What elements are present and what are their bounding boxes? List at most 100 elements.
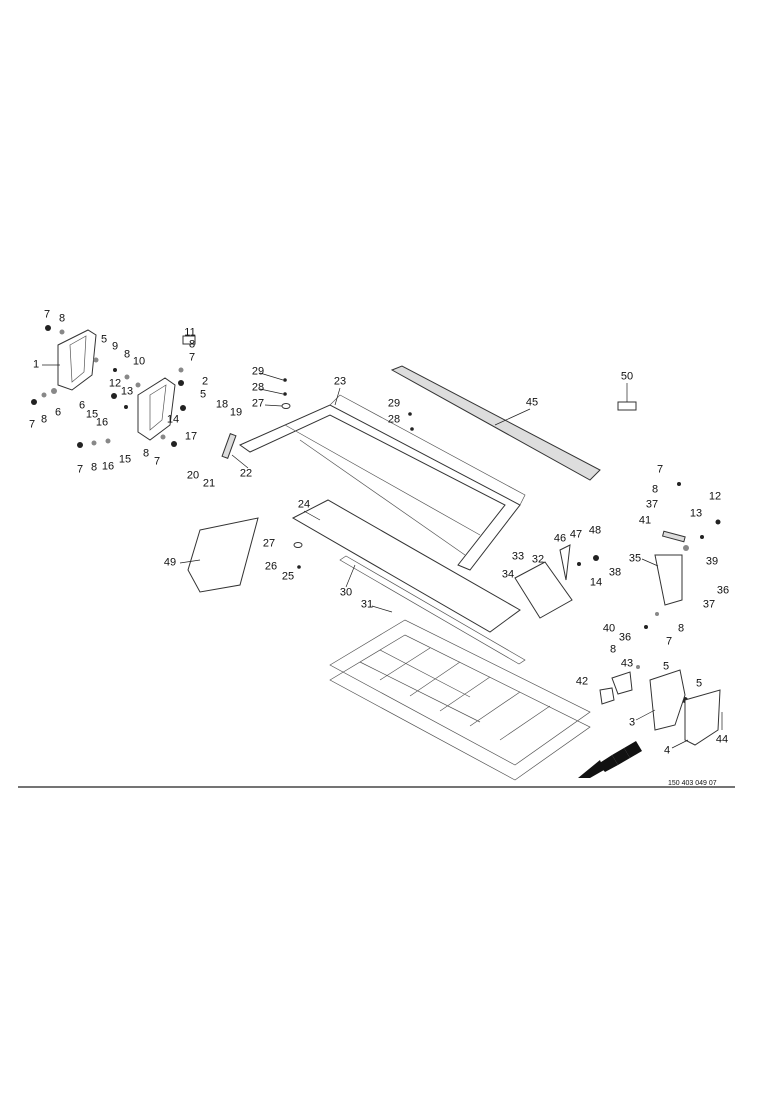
callout-14[interactable]: 14 [166, 413, 180, 426]
callout-27[interactable]: 27 [251, 397, 265, 410]
plate-32 [514, 561, 573, 619]
callout-32[interactable]: 32 [531, 553, 545, 566]
callout-11[interactable]: 11 [184, 326, 196, 339]
callout-29[interactable]: 29 [251, 365, 265, 378]
callout-23[interactable]: 23 [333, 375, 347, 388]
bracket-50 [617, 401, 637, 411]
callout-37[interactable]: 37 [702, 598, 716, 611]
callout-7[interactable]: 7 [43, 308, 51, 321]
callout-28[interactable]: 28 [251, 381, 265, 394]
shield-49 [187, 517, 259, 593]
callout-44[interactable]: 44 [715, 733, 729, 746]
callout-42[interactable]: 42 [575, 675, 589, 688]
callout-50[interactable]: 50 [620, 370, 634, 383]
callout-5[interactable]: 5 [100, 333, 108, 346]
callout-8[interactable]: 8 [142, 447, 150, 460]
callout-4[interactable]: 4 [663, 744, 671, 757]
callout-20[interactable]: 20 [186, 469, 200, 482]
callout-14[interactable]: 14 [589, 576, 603, 589]
callout-7[interactable]: 7 [76, 463, 84, 476]
callout-46[interactable]: 46 [553, 532, 567, 545]
callout-6[interactable]: 6 [54, 406, 62, 419]
callout-37[interactable]: 37 [645, 498, 659, 511]
callout-8[interactable]: 8 [123, 348, 131, 361]
callout-15[interactable]: 15 [85, 408, 99, 421]
callout-8[interactable]: 8 [58, 312, 66, 325]
part-41 [661, 530, 686, 543]
callout-28[interactable]: 28 [387, 413, 401, 426]
callout-5[interactable]: 5 [695, 677, 703, 690]
callout-41[interactable]: 41 [638, 514, 652, 527]
callout-5[interactable]: 5 [662, 660, 670, 673]
callout-27[interactable]: 27 [262, 537, 276, 550]
callout-7[interactable]: 7 [656, 463, 664, 476]
callout-40[interactable]: 40 [602, 622, 616, 635]
callout-6[interactable]: 6 [78, 399, 86, 412]
callout-2[interactable]: 2 [201, 375, 209, 388]
callout-5[interactable]: 5 [199, 388, 207, 401]
callout-8[interactable]: 8 [90, 461, 98, 474]
callout-8[interactable]: 8 [609, 643, 617, 656]
gas-strut-22 [221, 433, 237, 459]
callout-48[interactable]: 48 [588, 524, 602, 537]
callout-38[interactable]: 38 [608, 566, 622, 579]
callout-35[interactable]: 35 [628, 552, 642, 565]
callout-15[interactable]: 15 [118, 453, 132, 466]
callout-36[interactable]: 36 [716, 584, 730, 597]
callout-21[interactable]: 21 [202, 477, 216, 490]
hinge-3 [649, 669, 686, 731]
callout-31[interactable]: 31 [360, 598, 374, 611]
callout-16[interactable]: 16 [101, 460, 115, 473]
bracket-2 [137, 377, 176, 441]
callout-7[interactable]: 7 [188, 351, 196, 364]
callout-49[interactable]: 49 [163, 556, 177, 569]
bracket-35 [654, 554, 683, 606]
callout-39[interactable]: 39 [705, 555, 719, 568]
callout-16[interactable]: 16 [95, 416, 109, 429]
part-46 [559, 544, 571, 581]
callout-7[interactable]: 7 [28, 418, 36, 431]
callout-25[interactable]: 25 [281, 570, 295, 583]
hardware [31, 325, 721, 703]
callout-43[interactable]: 43 [620, 657, 634, 670]
callout-17[interactable]: 17 [184, 430, 198, 443]
panel-24 [291, 499, 521, 633]
callout-12[interactable]: 12 [708, 490, 722, 503]
callout-8[interactable]: 8 [677, 622, 685, 635]
rail-45 [390, 365, 601, 481]
callout-10[interactable]: 10 [132, 355, 146, 368]
callout-30[interactable]: 30 [339, 586, 353, 599]
callout-8[interactable]: 8 [188, 338, 196, 351]
callout-3[interactable]: 3 [628, 716, 636, 729]
callout-7[interactable]: 7 [665, 635, 673, 648]
callout-36[interactable]: 36 [618, 631, 632, 644]
leader-lines [42, 364, 723, 749]
callout-12[interactable]: 12 [108, 377, 122, 390]
direction-arrow [578, 741, 642, 778]
callout-8[interactable]: 8 [651, 483, 659, 496]
callout-26[interactable]: 26 [264, 560, 278, 573]
callout-13[interactable]: 13 [689, 507, 703, 520]
callout-22[interactable]: 22 [239, 467, 253, 480]
callout-33[interactable]: 33 [511, 550, 525, 563]
block-11 [182, 335, 196, 345]
shaft-30 [339, 555, 526, 665]
callout-7[interactable]: 7 [153, 455, 161, 468]
callout-29[interactable]: 29 [387, 397, 401, 410]
callout-19[interactable]: 19 [229, 406, 243, 419]
callout-1[interactable]: 1 [32, 358, 40, 371]
callout-8[interactable]: 8 [40, 413, 48, 426]
callout-24[interactable]: 24 [297, 498, 311, 511]
callout-9[interactable]: 9 [111, 340, 119, 353]
callout-45[interactable]: 45 [525, 396, 539, 409]
part-42 [599, 687, 615, 705]
bracket-1 [57, 329, 97, 391]
part-43 [611, 671, 633, 695]
callout-47[interactable]: 47 [569, 528, 583, 541]
callout-34[interactable]: 34 [501, 568, 515, 581]
callout-13[interactable]: 13 [120, 385, 134, 398]
drawing-number: 150 403 049 07 [668, 780, 717, 787]
callout-18[interactable]: 18 [215, 398, 229, 411]
